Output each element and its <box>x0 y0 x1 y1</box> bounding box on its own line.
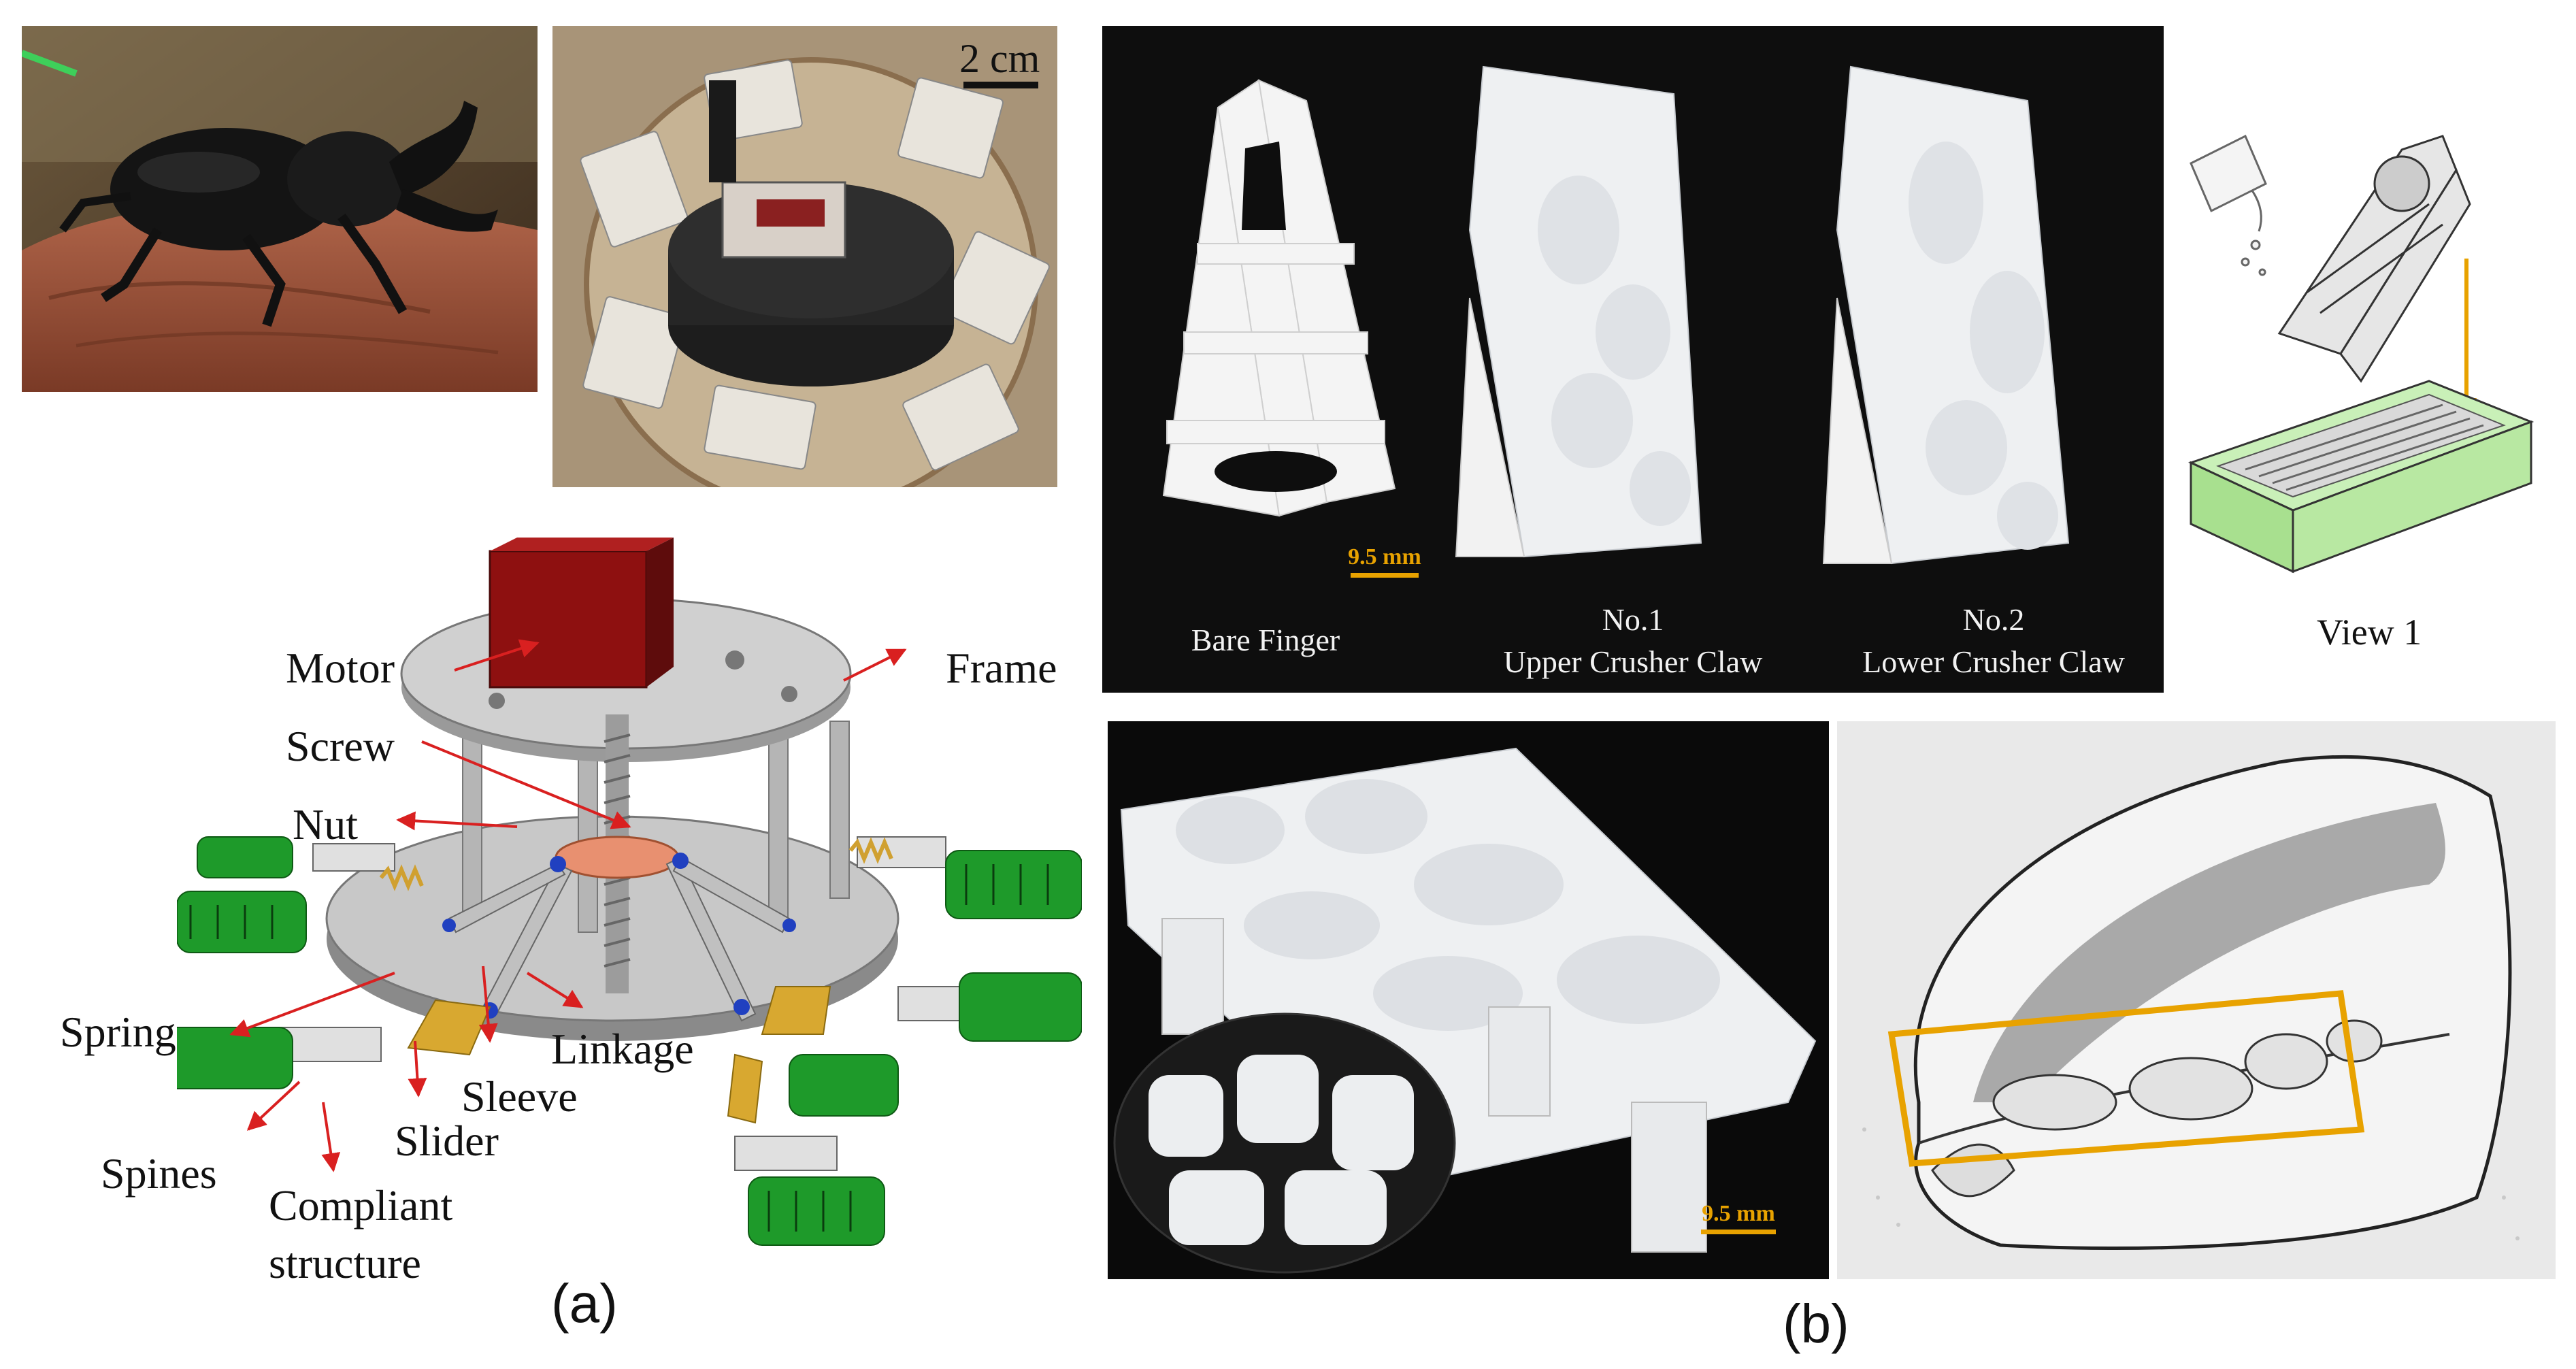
label-screw: Screw <box>286 722 395 770</box>
mold-view-illustration <box>2170 109 2552 599</box>
view-1-label: View 1 <box>2317 612 2422 653</box>
label-linkage: Linkage <box>551 1025 694 1073</box>
finger-photos <box>1102 26 2164 693</box>
label-spring: Spring <box>60 1008 176 1056</box>
finger-label-bare-line1: Bare Finger <box>1191 623 1340 657</box>
label-compliant-line2: structure <box>269 1239 421 1287</box>
finger-label-upper: No.1 Upper Crusher Claw <box>1463 599 1803 683</box>
gripper-photo <box>552 26 1057 487</box>
label-motor: Motor <box>286 644 395 692</box>
finger-label-lower-line2: Lower Crusher Claw <box>1862 644 2125 680</box>
finger-scale: 9.5 mm <box>1344 544 1425 578</box>
gripper-cad-drawing <box>177 538 1082 1252</box>
label-sleeve: Sleeve <box>461 1072 578 1121</box>
crusher-pad-photo <box>1108 721 1829 1279</box>
bottom-scale-bar <box>1701 1230 1776 1234</box>
finger-scale-bar <box>1351 573 1419 578</box>
photo2-scale-bar <box>963 82 1038 88</box>
finger-label-bare: Bare Finger <box>1123 619 1408 661</box>
finger-label-lower-line1: No.2 <box>1962 602 2025 637</box>
label-compliant-line1: Compliant <box>269 1181 453 1230</box>
label-spines: Spines <box>101 1149 217 1198</box>
pouring-cup-icon <box>2190 134 2267 276</box>
finger-scale-label: 9.5 mm <box>1348 544 1421 570</box>
bottom-scale-label: 9.5 mm <box>1702 1201 1775 1226</box>
label-slider: Slider <box>395 1117 499 1165</box>
bottom-scale: 9.5 mm <box>1687 1201 1789 1234</box>
label-frame: Frame <box>946 644 1057 692</box>
finger-label-lower: No.2 Lower Crusher Claw <box>1823 599 2164 683</box>
crab-claw-sketch <box>1837 721 2556 1279</box>
caption-b: (b) <box>1783 1293 1849 1354</box>
beetle-photo <box>22 26 538 392</box>
caption-a: (a) <box>551 1273 618 1334</box>
label-nut: Nut <box>293 800 358 848</box>
highlight-box <box>1887 990 2365 1167</box>
photo2-scale-label: 2 cm <box>959 36 1040 81</box>
finger-label-upper-line2: Upper Crusher Claw <box>1503 644 1763 680</box>
finger-label-upper-line1: No.1 <box>1602 602 1664 637</box>
